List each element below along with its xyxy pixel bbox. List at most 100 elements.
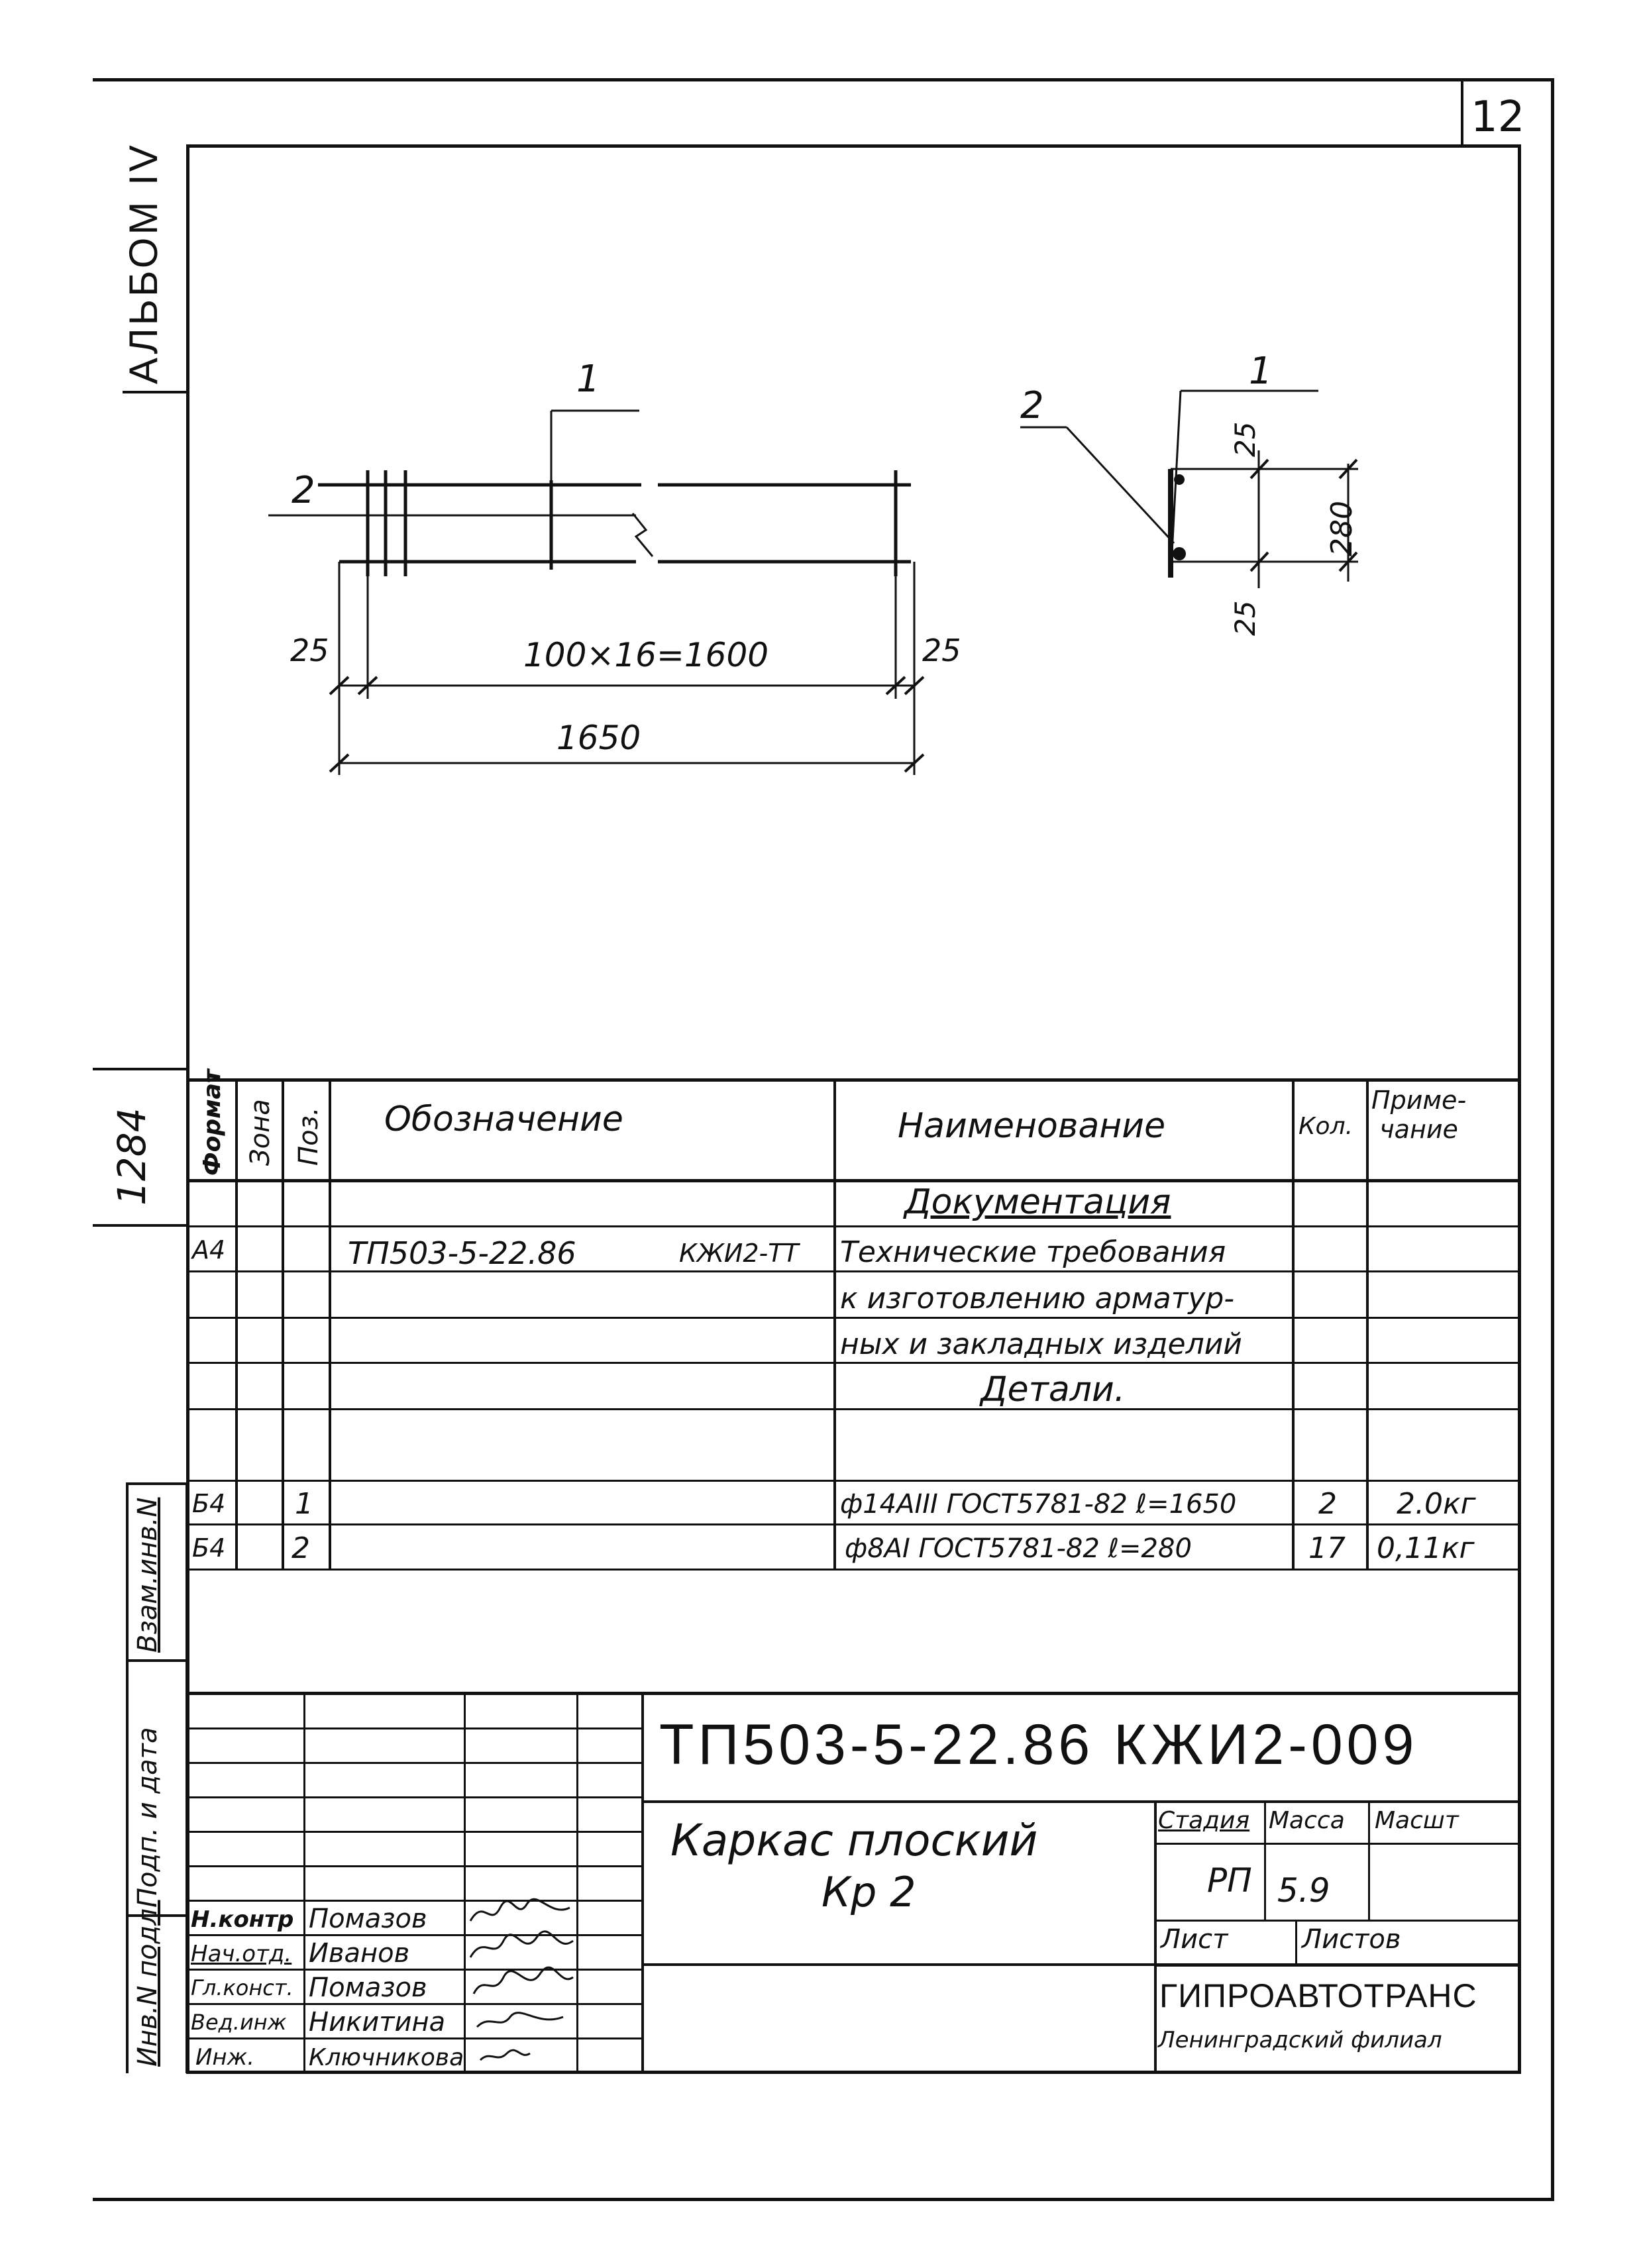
sig-grid-col xyxy=(464,1692,466,2073)
inner-bottom-border xyxy=(186,2071,1521,2074)
title-line1: Каркас плоский xyxy=(670,1815,1038,1866)
header-format: Формат xyxy=(199,1069,226,1176)
sig-grid-col xyxy=(576,1692,578,2073)
organization-branch: Ленинградский филиал xyxy=(1158,2027,1442,2053)
title-scale-left xyxy=(1368,1800,1370,1920)
header-note: Приме- чание xyxy=(1371,1086,1467,1144)
spec-header-bottom xyxy=(187,1179,1520,1182)
inner-right-border xyxy=(1518,144,1521,2073)
doc-row-name-line1: Технические требования xyxy=(840,1235,1226,1269)
row1-format: Б4 xyxy=(192,1489,226,1518)
organization-name: ГИПРОАВТОТРАНС xyxy=(1159,1977,1477,2014)
spec-header-top xyxy=(187,1078,1520,1082)
row2-qty: 17 xyxy=(1308,1531,1346,1565)
title-block-left xyxy=(641,1692,644,2073)
mass-header: Масса xyxy=(1269,1807,1345,1834)
sig-name-2: Иванов xyxy=(309,1938,410,1969)
title-stage-row2 xyxy=(1154,1920,1520,1922)
title-stage-row3 xyxy=(1154,1965,1520,1967)
album-divider xyxy=(123,391,189,393)
section-details: Детали. xyxy=(980,1370,1126,1410)
title-mass-left xyxy=(1264,1800,1266,1920)
sig-grid-row xyxy=(187,1762,643,1764)
right-view-dim-bottom: 25 xyxy=(1229,600,1261,636)
left-view-pos2-label: 2 xyxy=(292,469,315,512)
left-fields-sep1 xyxy=(126,1659,187,1662)
bottom-border xyxy=(93,2198,1554,2201)
header-designation: Обозначение xyxy=(384,1100,623,1139)
header-name: Наименование xyxy=(898,1106,1166,1146)
sig-grid-row xyxy=(187,1934,643,1936)
sig-role-3: Гл.конст. xyxy=(191,1975,293,2000)
sig-grid-row xyxy=(187,1969,643,1971)
sig-role-2: Нач.отд. xyxy=(191,1941,292,1967)
sig-name-5: Ключникова xyxy=(309,2044,464,2071)
sig-grid-row xyxy=(187,1796,643,1798)
spec-col-line xyxy=(282,1078,284,1570)
header-zone: Зона xyxy=(245,1099,276,1166)
row1-qty: 2 xyxy=(1318,1487,1337,1521)
row2-format: Б4 xyxy=(192,1533,226,1563)
sheet-label: Лист xyxy=(1161,1924,1228,1955)
row1-pos: 1 xyxy=(295,1487,313,1521)
row2-note: 0,11кг xyxy=(1377,1531,1475,1565)
sig-grid-row xyxy=(187,1831,643,1833)
title-stage-row1 xyxy=(1154,1843,1520,1845)
spec-row-line xyxy=(187,1480,1520,1482)
left-view-pos1-label: 1 xyxy=(576,358,600,401)
sheet-number: 12 xyxy=(1471,93,1525,142)
doc-row-designation: ТП503-5-22.86 xyxy=(348,1235,576,1271)
stage-header: Стадия xyxy=(1158,1807,1250,1834)
sig-grid-row xyxy=(187,1727,643,1729)
left-view-dim-span: 100×16=1600 xyxy=(523,636,769,674)
sig-name-1: Помазов xyxy=(309,1904,427,1934)
margin-number-bottom xyxy=(93,1224,187,1227)
sheet-number-box-left xyxy=(1461,78,1463,147)
sig-name-3: Помазов xyxy=(309,1973,427,2003)
sig-grid-col xyxy=(303,1692,305,2073)
title-sheets-left xyxy=(1295,1920,1297,1965)
left-view-dim-right-gap: 25 xyxy=(922,633,961,668)
sig-grid-row xyxy=(187,2037,643,2039)
right-border xyxy=(1551,78,1554,2201)
sig-grid-row xyxy=(187,1900,643,1902)
left-view-dim-left-gap: 25 xyxy=(290,633,329,668)
sig-grid-row xyxy=(187,1865,643,1867)
sig-role-4: Вед.инж xyxy=(191,2010,287,2035)
title-stage-left xyxy=(1154,1800,1157,2073)
header-pos: Поз. xyxy=(293,1107,324,1166)
inner-top-border xyxy=(187,144,1520,148)
row2-name: ф8АI ГОСТ5781-82 ℓ=280 xyxy=(845,1533,1192,1564)
spec-col-line xyxy=(329,1078,331,1570)
sheets-label: Листов xyxy=(1302,1924,1401,1955)
spec-col-line xyxy=(833,1078,836,1570)
header-qty: Кол. xyxy=(1298,1113,1353,1140)
spec-col-line xyxy=(1292,1078,1295,1570)
row1-name: ф14АIII ГОСТ5781-82 ℓ=1650 xyxy=(840,1489,1237,1520)
spec-row-line xyxy=(187,1317,1520,1319)
right-view-pos1-label: 1 xyxy=(1249,350,1273,393)
spec-col-line xyxy=(235,1078,238,1570)
left-fields-frame-right xyxy=(186,1482,188,2073)
margin-number-top xyxy=(93,1068,187,1070)
title-block-top xyxy=(187,1692,1520,1695)
mass-value: 5.9 xyxy=(1277,1871,1330,1910)
inner-left-border xyxy=(186,144,189,2073)
doc-row-name-line3: ных и закладных изделий xyxy=(840,1327,1242,1361)
doc-row-format: А4 xyxy=(192,1235,226,1264)
sig-role-5: Инж. xyxy=(195,2044,255,2071)
spec-row-line xyxy=(187,1569,1520,1571)
sig-name-4: Никитина xyxy=(309,2007,446,2037)
spec-row-line xyxy=(187,1408,1520,1410)
spec-row-line xyxy=(187,1362,1520,1364)
spec-col-line xyxy=(1366,1078,1369,1570)
left-fields-top xyxy=(126,1482,187,1485)
spec-row-line xyxy=(187,1225,1520,1227)
handwritten-signatures xyxy=(469,1898,574,2061)
spec-row-line xyxy=(187,1523,1520,1525)
title-line2: Кр 2 xyxy=(822,1868,916,1916)
right-view-dim-top: 25 xyxy=(1229,421,1261,457)
spec-row-line xyxy=(187,1270,1520,1272)
right-view-pos2-label: 2 xyxy=(1020,384,1044,427)
left-fields-frame-left xyxy=(126,1482,129,2073)
